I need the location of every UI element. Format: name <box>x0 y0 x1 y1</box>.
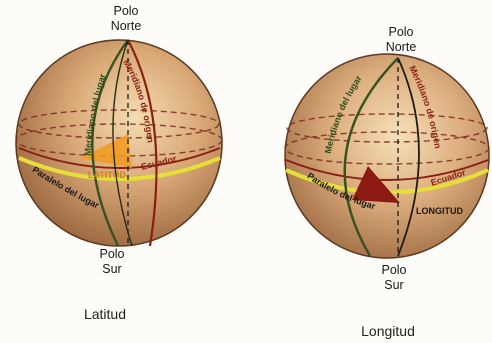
longitude-globe-sphere <box>285 54 489 258</box>
longitude-globe: Polo Norte Meridiano del lugar Meridiano… <box>285 25 489 339</box>
longitude-north-pole-label-2: Norte <box>386 40 417 54</box>
longitude-south-pole-label-1: Polo <box>381 263 406 277</box>
longitude-south-pole-label-2: Sur <box>384 278 403 292</box>
latitude-south-pole-label-1: Polo <box>99 247 124 261</box>
latitude-caption: Latitud <box>84 306 126 322</box>
latitude-angle-label: LATITUD <box>88 170 126 180</box>
longitude-angle-label: LONGITUD <box>416 206 463 216</box>
latitude-north-pole-label-2: Norte <box>111 19 142 33</box>
latitude-south-pole-label-2: Sur <box>102 262 121 276</box>
longitude-caption: Longitud <box>361 323 415 339</box>
latitude-north-pole-label-1: Polo <box>113 4 138 18</box>
latitude-globe: Polo Norte Meridiano de origen Meridiano… <box>16 4 222 322</box>
longitude-north-pole-label-1: Polo <box>388 25 413 39</box>
